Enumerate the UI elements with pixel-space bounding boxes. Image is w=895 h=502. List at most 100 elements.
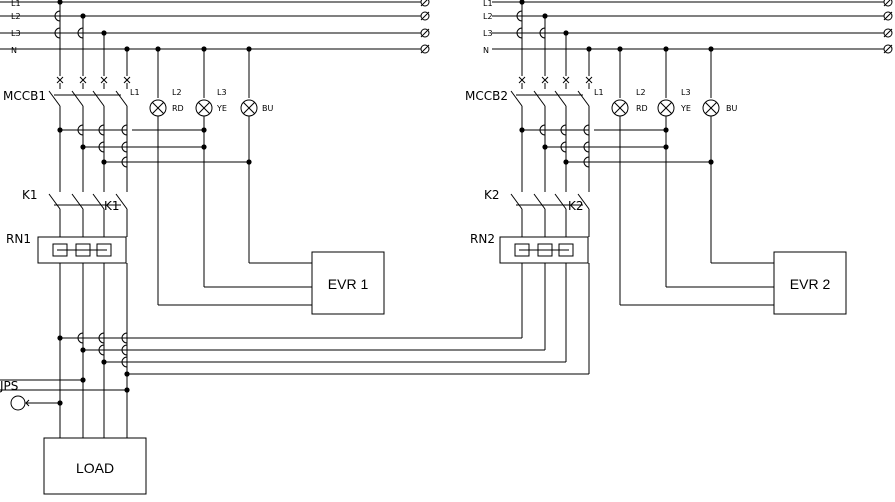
switch-contact — [577, 193, 590, 210]
evr2-box — [773, 251, 847, 315]
switch-contact — [554, 193, 567, 210]
breaker-x — [123, 76, 131, 84]
switch-contact — [510, 90, 523, 107]
switch-contact — [48, 90, 61, 107]
junction-dot — [542, 13, 548, 19]
load-label: LOAD — [76, 460, 114, 476]
terminal-icon — [883, 28, 893, 38]
breaker-x — [562, 76, 570, 84]
crossover-hop — [98, 344, 105, 356]
evr1-box — [311, 251, 385, 315]
switch-contact — [92, 90, 105, 107]
breaker-label-right: MCCB2 — [465, 89, 508, 103]
bus-label-l1-right: L1 — [483, 0, 493, 8]
evr2-label: EVR 2 — [790, 276, 831, 292]
crossover-hop — [121, 344, 128, 356]
switch-contact — [71, 193, 84, 210]
relay-label-left: RN1 — [6, 232, 31, 246]
crossover-hop — [516, 10, 523, 22]
breaker-x — [541, 76, 549, 84]
bus-label-l3-right: L3 — [483, 29, 493, 38]
junction-dot — [124, 387, 130, 393]
bus-label-l2-right: L2 — [483, 12, 493, 21]
junction-dot — [80, 377, 86, 383]
terminal-icon — [883, 11, 893, 21]
crossover-hop — [583, 124, 590, 136]
crossover-hop — [121, 156, 128, 168]
crossover-hop — [121, 332, 128, 344]
crossover-hop — [539, 124, 546, 136]
switch-contact — [554, 90, 567, 107]
breaker-phase-left: L1 — [130, 88, 140, 97]
crossover-hop — [54, 10, 61, 22]
lamp-color-bu-right: BU — [726, 104, 737, 113]
load-box — [43, 437, 147, 495]
crossover-hop — [98, 124, 105, 136]
crossover-hop — [539, 27, 546, 39]
lamp-phase-l3-left: L3 — [217, 88, 227, 97]
ups-label: JPS — [0, 379, 18, 393]
breaker-phase-right: L1 — [594, 88, 604, 97]
lamp-color-ye-left: YE — [216, 104, 227, 113]
crossover-hop — [121, 141, 128, 153]
evr1-label: EVR 1 — [328, 276, 369, 292]
breaker-x — [79, 76, 87, 84]
crossover-hop — [77, 124, 84, 136]
relay-label-right: RN2 — [470, 232, 495, 246]
lamp-phase-l2-right: L2 — [636, 88, 646, 97]
terminal-icon — [420, 44, 430, 54]
bus-label-l1: L1 — [11, 0, 21, 8]
breaker-x — [518, 76, 526, 84]
switch-contact — [533, 90, 546, 107]
indicator-lamp-icon — [198, 102, 210, 114]
bus-label-n: N — [11, 46, 17, 55]
wiring — [0, 0, 893, 438]
terminal-icon — [420, 0, 428, 7]
breaker-label-left: MCCB1 — [3, 89, 46, 103]
crossover-hop — [77, 332, 84, 344]
ref-marker-circle — [10, 395, 26, 411]
indicator-lamp-icon — [243, 102, 255, 114]
contactor-tag-right: K2 — [568, 199, 584, 213]
lamp-phase-l2-left: L2 — [172, 88, 182, 97]
switch-contact — [510, 193, 523, 210]
terminal-icon — [883, 0, 891, 7]
indicator-lamp-icon — [614, 102, 626, 114]
switch-contact — [71, 90, 84, 107]
switch-contact — [115, 90, 128, 107]
crossover-hop — [98, 141, 105, 153]
terminal-icon — [420, 11, 430, 21]
terminal-icon — [420, 28, 430, 38]
lamp-color-rd-right: RD — [636, 104, 648, 113]
switch-contact — [115, 193, 128, 210]
junction-dot — [57, 400, 63, 406]
contactor-label-left: K1 — [22, 188, 38, 202]
crossover-hop — [560, 124, 567, 136]
lamp-phase-l3-right: L3 — [681, 88, 691, 97]
switch-contact — [533, 193, 546, 210]
lamp-color-bu-left: BU — [262, 104, 273, 113]
junction-dot — [80, 13, 86, 19]
indicator-lamp-icon — [660, 102, 672, 114]
breaker-x — [100, 76, 108, 84]
crossover-hop — [121, 124, 128, 136]
breaker-x — [56, 76, 64, 84]
crossover-hop — [98, 332, 105, 344]
indicator-lamp-icon — [705, 102, 717, 114]
crossover-hop — [583, 156, 590, 168]
switch-contact — [577, 90, 590, 107]
crossover-hop — [583, 141, 590, 153]
ref-marker-arrow — [25, 399, 30, 407]
lamp-color-ye-right: YE — [680, 104, 691, 113]
switch-contact — [92, 193, 105, 210]
crossover-hop — [77, 27, 84, 39]
breaker-x — [585, 76, 593, 84]
crossover-hop — [54, 27, 61, 39]
crossover-hop — [121, 356, 128, 368]
crossover-hop — [560, 141, 567, 153]
terminal-icon — [883, 44, 893, 54]
contactor-label-right: K2 — [484, 188, 500, 202]
contactor-tag-left: K1 — [104, 199, 120, 213]
crossover-hop — [516, 27, 523, 39]
